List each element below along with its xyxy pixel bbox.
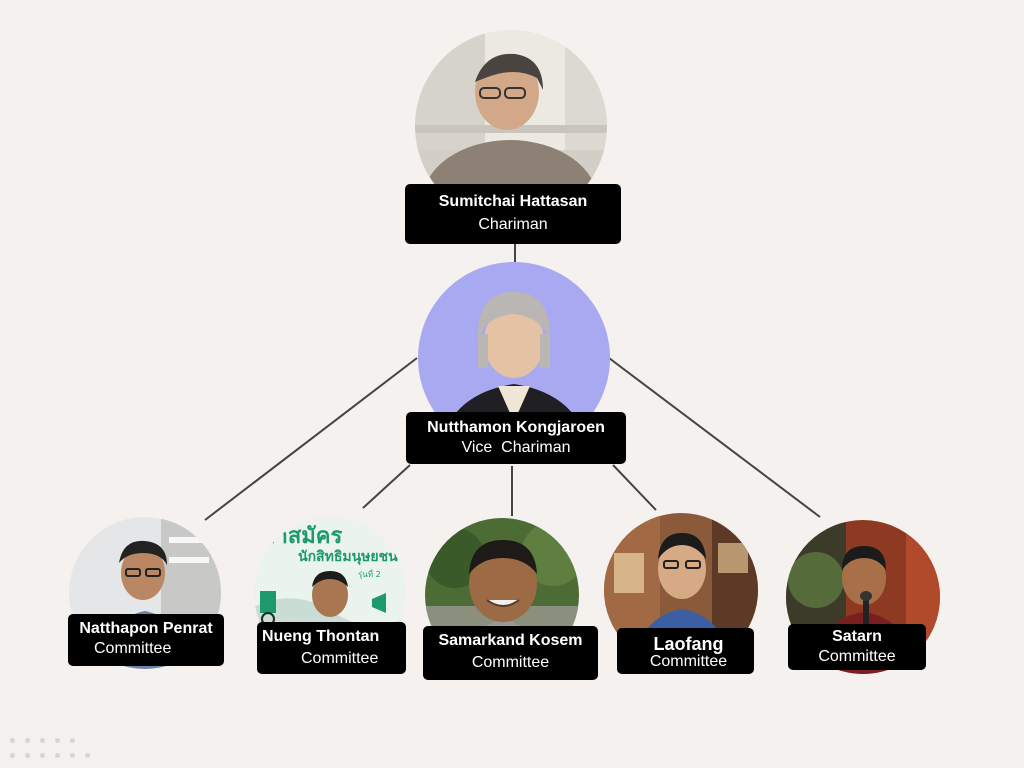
- vice-chairman-card: Nutthamon Kongjaroen Vice Chariman: [406, 412, 626, 464]
- committee-role-5: Committee: [818, 648, 896, 665]
- connector-vice-committee-5: [608, 357, 821, 518]
- committee-card-2: Nueng Thontan Committee: [257, 622, 406, 674]
- committee-name-4: Laofang: [653, 634, 724, 654]
- connector-vice-committee-1: [204, 357, 418, 521]
- vice-chairman-name: Nutthamon Kongjaroen: [427, 419, 605, 436]
- committee-role-4: Committee: [649, 653, 728, 670]
- committee-card-1: Natthapon Penrat Committee: [68, 614, 224, 666]
- committee-role-2: Committee: [301, 650, 379, 667]
- committee-name-1: Natthapon Penrat: [79, 620, 213, 637]
- committee-name-5: Satarn: [832, 628, 882, 645]
- committee-card-5: Satarn Committee: [788, 624, 926, 670]
- committee-role-1: Committee: [94, 640, 172, 657]
- committee-name-2: Nueng Thontan: [262, 628, 380, 645]
- committee-role-3: Committee: [471, 654, 550, 671]
- vice-chairman-role: Vice Chariman: [461, 439, 571, 456]
- connector-vice-committee-4: [612, 464, 657, 511]
- chairman-name: Sumitchai Hattasan: [438, 193, 588, 210]
- poster-subline: นักสิทธิมนุษยชน: [298, 549, 398, 565]
- poster-badge: รุ่นที่ 2: [358, 568, 381, 579]
- chairman-role: Chariman: [478, 216, 548, 233]
- committee-card-3: Samarkand Kosem Committee: [423, 626, 598, 680]
- chairman-card: Sumitchai Hattasan Chariman: [405, 184, 621, 244]
- committee-card-4: Laofang Committee: [617, 628, 754, 674]
- connector-vice-committee-2: [362, 464, 411, 509]
- committee-name-3: Samarkand Kosem: [438, 632, 583, 649]
